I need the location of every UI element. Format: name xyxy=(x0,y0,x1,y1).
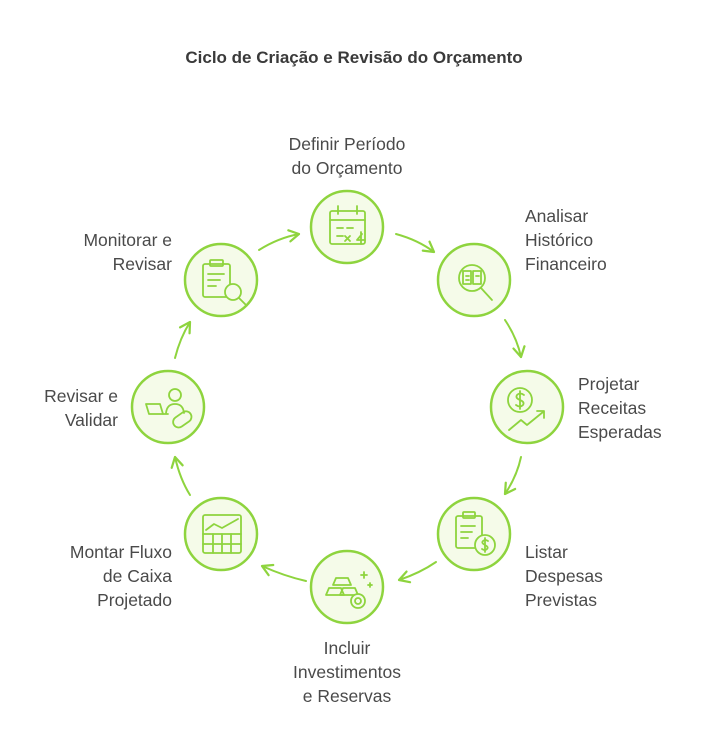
arrow-1-2 xyxy=(395,233,436,254)
step-node-7 xyxy=(130,369,206,445)
step-label-3-line-1: Projetar xyxy=(578,374,640,394)
step-label-2-line-2: Histórico xyxy=(525,230,594,250)
step-label-4-line-1: Listar xyxy=(525,542,568,562)
step-node-2 xyxy=(436,242,512,318)
step-node-6 xyxy=(183,496,259,572)
diagram-title: Ciclo de Criação e Revisão do Orçamento xyxy=(185,48,523,67)
cash-flow-chart-icon xyxy=(202,514,242,554)
step-label-8: Monitorar e Revisar xyxy=(10,228,172,276)
step-node-5 xyxy=(309,549,385,625)
step-label-4-line-3: Previstas xyxy=(525,590,597,610)
step-node-1 xyxy=(309,189,385,265)
cycle-arrows xyxy=(170,229,526,584)
step-node-4 xyxy=(436,496,512,572)
step-node-8 xyxy=(183,242,259,318)
gold-bars-icon xyxy=(325,571,373,609)
step-label-5-line-2: Investimentos xyxy=(293,662,401,682)
step-label-7-line-2: Validar xyxy=(64,410,118,430)
step-label-7: Revisar e Validar xyxy=(10,384,118,432)
arrow-4-5 xyxy=(397,561,437,584)
step-label-6: Montar Fluxo de Caixa Projetado xyxy=(10,540,172,612)
step-label-3-line-3: Esperadas xyxy=(578,422,662,442)
step-label-6-line-1: Montar Fluxo xyxy=(69,542,172,562)
step-label-1-line-1: Definir Período xyxy=(288,134,406,154)
step-label-2-line-3: Financeiro xyxy=(525,254,607,274)
step-label-6-line-2: de Caixa xyxy=(102,566,172,586)
step-label-1-line-2: do Orçamento xyxy=(291,158,403,178)
step-label-2: Analisar Histórico Financeiro xyxy=(525,204,695,276)
step-label-6-line-3: Projetado xyxy=(97,590,172,610)
document-search-icon xyxy=(202,259,247,306)
step-label-8-line-1: Monitorar e xyxy=(83,230,172,250)
step-label-3-line-2: Receitas xyxy=(578,398,647,418)
calendar-icon xyxy=(329,205,366,245)
step-label-4-line-2: Despesas xyxy=(525,566,603,586)
arrow-5-6 xyxy=(260,563,307,582)
step-label-7-line-1: Revisar e xyxy=(44,386,118,406)
person-validate-icon xyxy=(145,388,193,429)
step-label-2-line-1: Analisar xyxy=(525,206,589,226)
expense-list-icon xyxy=(455,511,496,556)
step-label-4: Listar Despesas Previstas xyxy=(525,540,695,612)
book-search-icon xyxy=(458,264,493,301)
arrow-3-4 xyxy=(503,456,522,496)
revenue-growth-icon xyxy=(507,387,545,431)
step-label-5-line-3: e Reservas xyxy=(302,686,392,706)
arrow-2-3 xyxy=(504,319,526,359)
arrow-6-7 xyxy=(170,455,191,496)
arrow-8-1 xyxy=(258,229,301,251)
step-label-8-line-2: Revisar xyxy=(112,254,172,274)
arrow-7-8 xyxy=(174,320,192,359)
step-label-3: Projetar Receitas Esperadas xyxy=(578,372,703,444)
step-label-1: Definir Período do Orçamento xyxy=(247,132,447,180)
step-label-5: Incluir Investimentos e Reservas xyxy=(247,636,447,708)
step-label-5-line-1: Incluir xyxy=(323,638,371,658)
step-node-3 xyxy=(489,369,565,445)
